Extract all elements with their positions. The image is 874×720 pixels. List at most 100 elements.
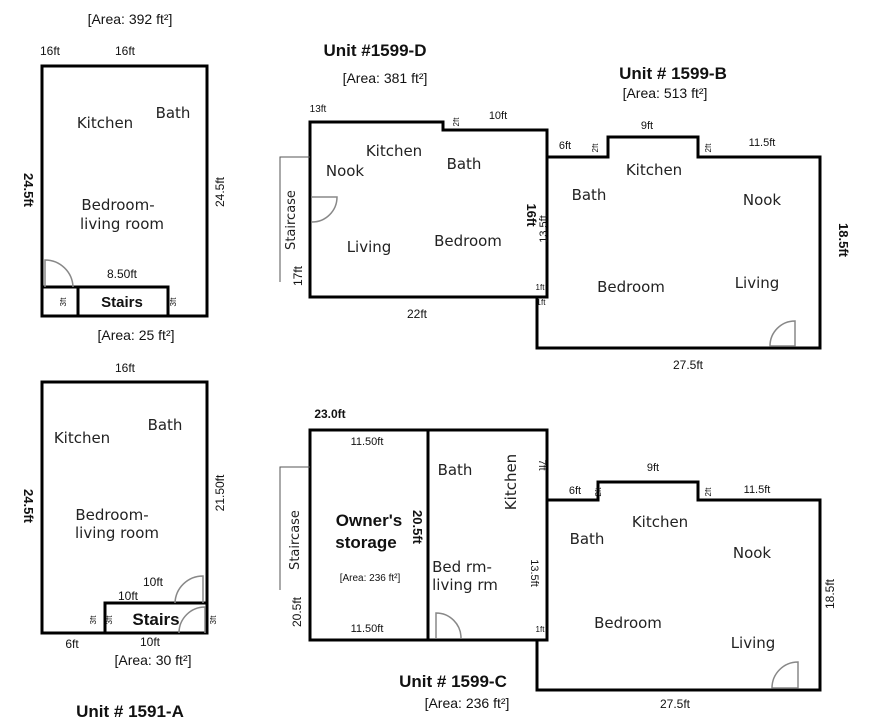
room-bedroom: Bedroom <box>594 614 662 632</box>
dim-label: 6ft <box>559 140 571 152</box>
dim-label: 22ft <box>407 307 428 321</box>
dim-label: 18.5ft <box>836 223 851 258</box>
dim-label: 2ft <box>594 487 603 497</box>
dim-label: 10ft <box>140 635 161 649</box>
dim-label: 10ft <box>143 575 164 589</box>
dim-label: 3ft <box>89 615 98 625</box>
dim-label: 9ft <box>647 462 659 474</box>
dim-label: 6ft <box>569 485 581 497</box>
room-nook: Nook <box>326 162 365 180</box>
stairs-label: Stairs <box>132 610 179 629</box>
room-living: Living <box>735 274 780 292</box>
door-swing-icon <box>435 612 462 639</box>
area-label: [Area: 513 ft²] <box>623 85 708 101</box>
storage-label: Owner's <box>336 511 402 530</box>
dim-label: 27.5ft <box>660 697 691 711</box>
dim-label: 1ft <box>536 283 546 292</box>
dim-label: 16ft <box>115 361 136 375</box>
dim-label: 13.5ft <box>538 215 550 243</box>
dim-label: 10ft <box>118 589 139 603</box>
storage-label: storage <box>335 533 396 552</box>
room-nook: Nook <box>733 544 772 562</box>
door-swing-icon <box>311 196 338 223</box>
room-bedroom: Bedroom- <box>75 506 148 524</box>
stairs-label: Stairs <box>101 294 143 311</box>
unit-title: Unit # 1599-C <box>399 672 507 691</box>
room-kitchen: Kitchen <box>366 142 422 160</box>
area-label: [Area: 25 ft²] <box>97 327 174 343</box>
dim-label: 3ft <box>59 297 68 307</box>
dim-label: 18.5ft <box>823 578 837 609</box>
room-bath: Bath <box>570 530 605 548</box>
room-kitchen: Kitchen <box>502 454 520 510</box>
room-bedroom: living rm <box>432 576 498 594</box>
room-bath: Bath <box>572 186 607 204</box>
stairs-box <box>103 601 209 635</box>
area-label: [Area: 392 ft²] <box>88 11 173 27</box>
unit-1599-d-plan: Unit #1599-D [Area: 381 ft²] 13ft 10ft 2… <box>279 41 550 321</box>
room-bedroom: Bedroom- <box>81 196 154 214</box>
room-bath: Bath <box>438 461 473 479</box>
dim-label: 2ft <box>452 117 461 127</box>
dim-label: 23.0ft <box>314 407 345 421</box>
dim-label: 13ft <box>310 104 327 115</box>
room-bath: Bath <box>447 155 482 173</box>
dim-label: 24.5ft <box>21 489 36 524</box>
wall-outline <box>308 428 549 642</box>
room-bedroom: living room <box>80 215 164 233</box>
dim-label: 16ft <box>524 203 539 227</box>
dim-label: 2ft <box>704 143 713 153</box>
dim-label: 2ft <box>704 487 713 497</box>
room-living: Living <box>347 238 392 256</box>
room-bath: Bath <box>148 416 183 434</box>
dim-label: 7ft <box>536 459 547 470</box>
staircase-outline <box>279 156 310 282</box>
room-bedroom: Bed rm- <box>432 558 492 576</box>
dim-label: 3ft <box>169 297 178 307</box>
room-nook: Nook <box>743 191 782 209</box>
dim-label: 20.5ft <box>410 510 425 545</box>
stairs-box <box>76 285 170 318</box>
unit-1591-upper-plan: [Area: 392 ft²] 16ft 16ft 24.5ft 24.5ft … <box>21 11 227 343</box>
unit-title: Unit # 1591-A <box>76 702 184 720</box>
dim-label: 3ft <box>209 615 218 625</box>
staircase-outline <box>279 466 310 590</box>
dim-label: 11.5ft <box>744 484 771 496</box>
dim-label: 6ft <box>65 637 79 651</box>
staircase-label: Staircase <box>288 510 303 570</box>
dim-label: 27.5ft <box>673 358 704 372</box>
area-label: [Area: 30 ft²] <box>114 652 191 668</box>
room-bedroom: Bedroom <box>434 232 502 250</box>
dim-label: 24.5ft <box>213 176 227 207</box>
unit-title: Unit #1599-D <box>324 41 427 60</box>
dim-label: 24.5ft <box>21 173 36 208</box>
area-label: [Area: 381 ft²] <box>343 70 428 86</box>
dim-label: 8.50ft <box>107 267 138 281</box>
wall-outline <box>308 120 549 299</box>
dim-label: 16ft <box>40 44 61 58</box>
dim-label: 3ft <box>105 615 114 625</box>
dim-label: 10ft <box>489 110 507 122</box>
unit-1599-c-plan: 23.0ft 11.50ft 11.50ft Staircase 20.5ft … <box>279 407 837 711</box>
unit-title: Unit # 1599-B <box>619 64 727 83</box>
dim-label: 1ft <box>536 625 546 634</box>
area-label: [Area: 236 ft²] <box>425 695 510 711</box>
dim-label: 20.5ft <box>290 596 304 627</box>
room-bedroom: Bedroom <box>597 278 665 296</box>
dim-label: 11.5ft <box>749 137 776 149</box>
door-swing-icon <box>178 606 206 634</box>
wall-outline <box>535 135 822 350</box>
dim-label: 2ft <box>591 143 600 153</box>
room-kitchen: Kitchen <box>54 429 110 447</box>
door-swing-icon <box>771 661 799 689</box>
staircase-label: Staircase <box>284 190 299 250</box>
area-label: [Area: 236 ft²] <box>340 573 401 584</box>
door-swing-icon <box>174 575 204 604</box>
dim-label: 13.5ft <box>528 559 540 587</box>
room-living: Living <box>731 634 776 652</box>
dim-label: 9ft <box>641 120 653 132</box>
dim-label: 16ft <box>115 44 136 58</box>
door-swing-icon <box>769 320 796 347</box>
room-kitchen: Kitchen <box>77 114 133 132</box>
